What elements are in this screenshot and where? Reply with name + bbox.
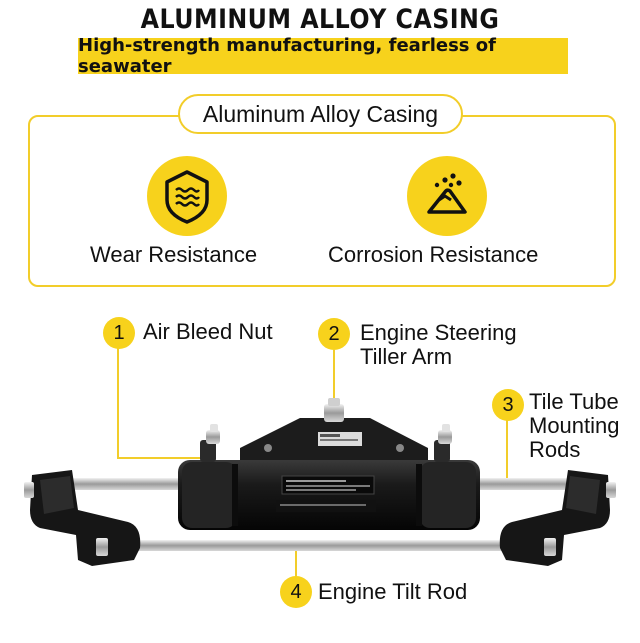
subtitle-banner: High-strength manufacturing, fearless of… (78, 35, 568, 77)
wear-resistance-label: Wear Resistance (90, 242, 258, 267)
callout-number-2: 2 (318, 318, 350, 350)
feature-panel-heading: Aluminum Alloy Casing (178, 94, 463, 134)
wear-resistance-icon (147, 156, 227, 236)
corrosion-resistance-icon (407, 156, 487, 236)
callout-label-rods: Rods (529, 437, 581, 462)
callout-number-4: 4 (280, 576, 312, 608)
callout-number-1: 1 (103, 317, 135, 349)
callout-number-3: 3 (492, 389, 524, 421)
callout-label-engine-steering: Engine Steering (360, 320, 517, 345)
callout-label-tiller-arm: Tiller Arm (360, 344, 453, 369)
callout-label-air-bleed-nut: Air Bleed Nut (143, 319, 273, 344)
callout-label-mounting: Mounting (529, 413, 620, 438)
steering-cylinder-image (24, 333, 616, 578)
corrosion-resistance-label: Corrosion Resistance (328, 242, 539, 267)
callout-label-tile-tube: Tile Tube (529, 389, 619, 414)
callout-label-engine-tilt-rod: Engine Tilt Rod (318, 579, 468, 604)
page-title: ALUMINUM ALLOY CASING (140, 4, 500, 35)
